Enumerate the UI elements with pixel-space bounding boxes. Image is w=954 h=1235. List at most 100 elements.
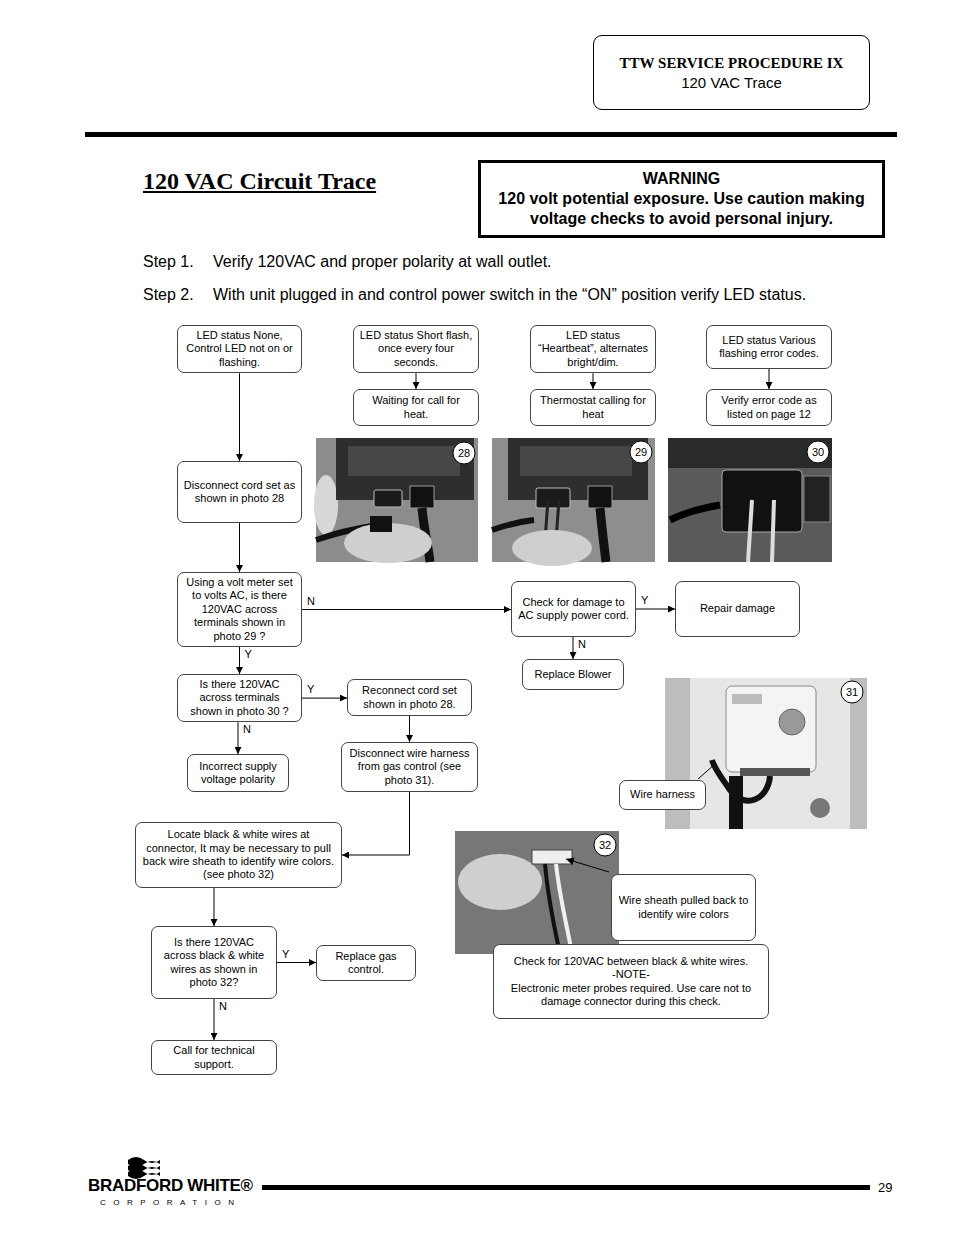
power-cord <box>600 508 606 562</box>
edge-label: N <box>307 595 315 607</box>
company-logo-subtext: CORPORATION <box>100 1198 241 1207</box>
node-text: Repair damage <box>681 602 794 615</box>
hand <box>458 854 542 910</box>
node-text: WARNING <box>485 169 878 189</box>
photo-probe-receptacle <box>668 438 832 562</box>
plug <box>588 486 612 508</box>
edge-label: N <box>243 723 251 735</box>
node-text: Thermostat calling for heat <box>536 394 650 421</box>
step-text: With unit plugged in and control power s… <box>213 286 806 304</box>
gas-pipe <box>729 776 743 829</box>
callout-number: 30 <box>812 447 824 458</box>
wire-harness-drawing <box>712 760 770 801</box>
photo-unplug-cord <box>314 438 478 563</box>
status-box: LED status Various flashing error codes. <box>706 325 832 369</box>
node-text: Check for 120VAC between black & white w… <box>499 955 763 968</box>
callout-circle <box>841 681 863 703</box>
header-rule <box>85 132 897 137</box>
process-box: Reconnect cord set shown in photo 28. <box>347 679 472 716</box>
receptacle <box>374 490 402 507</box>
callout-number: 28 <box>458 448 470 459</box>
receptacle <box>722 470 802 532</box>
process-box: Verify error code as listed on page 12 <box>706 389 832 426</box>
process-box: Thermostat calling for heat <box>530 389 656 426</box>
meter-probe <box>772 500 774 562</box>
warning-box: WARNING120 volt potential exposure. Use … <box>478 160 885 238</box>
flow-arrow <box>239 373 240 461</box>
flow-arrow <box>238 722 239 754</box>
process-box: Call for technical support. <box>151 1040 277 1075</box>
page-number: 29 <box>878 1180 892 1195</box>
warning-symbol: ! <box>623 173 627 185</box>
step-number: Step 2. <box>143 286 194 304</box>
status-box: LED status None, Control LED not on or f… <box>177 325 302 373</box>
leader-arrow <box>566 859 609 872</box>
flow-arrow <box>769 369 770 389</box>
process-box: Disconnect wire harness from gas control… <box>341 742 478 792</box>
node-text: Electronic meter probes required. Use ca… <box>499 982 763 1009</box>
tank-jacket <box>690 678 850 829</box>
hand <box>512 530 592 566</box>
node-text: Incorrect supply voltage polarity <box>193 760 283 787</box>
node-text: LED status Short flash, once every four … <box>359 329 473 369</box>
callout-number: 31 <box>846 687 858 698</box>
callout-number: 29 <box>635 447 647 458</box>
flow-arrow <box>214 888 215 926</box>
node-text: 120 volt potential exposure. Use caution… <box>485 189 878 229</box>
node-text: Is there 120VAC across black & white wir… <box>157 936 271 990</box>
edge-label: Y <box>307 683 314 695</box>
process-box: Waiting for call for heat. <box>353 389 479 426</box>
edge-label: N <box>219 1000 227 1012</box>
cord <box>670 505 720 520</box>
node-text: Wire harness <box>625 788 700 801</box>
flow-arrow <box>302 609 511 610</box>
logo-mark <box>128 1157 160 1179</box>
photo-probe-cord <box>492 438 655 566</box>
process-box: Replace Blower <box>522 659 624 690</box>
node-text: Replace Blower <box>528 668 618 681</box>
blower-housing <box>336 438 474 500</box>
node-text: Reconnect cord set shown in photo 28. <box>353 684 466 711</box>
blower-housing <box>508 438 648 500</box>
node-text: LED status Various flashing error codes. <box>712 334 826 361</box>
node-text: TTW SERVICE PROCEDURE IX <box>600 53 863 73</box>
fitting <box>810 798 830 818</box>
flow-arrow <box>239 523 240 572</box>
process-box: Disconnect cord set as shown in photo 28 <box>177 461 302 523</box>
node-text: Disconnect wire harness from gas control… <box>347 747 472 787</box>
decision-box: Is there 120VAC across terminals shown i… <box>177 674 302 722</box>
gas-control <box>726 686 816 772</box>
node-text: Wire sheath pulled back to identify wire… <box>617 894 750 921</box>
cord-plug <box>370 516 392 532</box>
node-text: LED status “Heartbeat”, alternates brigh… <box>536 329 650 369</box>
flow-arrow <box>636 609 675 610</box>
housing-panel <box>520 446 632 476</box>
flow-arrow <box>416 373 417 389</box>
node-text: Call for technical support. <box>157 1044 271 1071</box>
note-box: Check for 120VAC between black & white w… <box>493 944 769 1019</box>
connector <box>532 850 572 864</box>
flow-arrow <box>593 373 594 389</box>
leader-line <box>698 764 715 779</box>
status-box: LED status Short flash, once every four … <box>353 325 479 373</box>
decision-box: Is there 120VAC across black & white wir… <box>151 926 277 999</box>
node-text: -NOTE- <box>499 968 763 981</box>
edge-label: N <box>578 638 586 650</box>
node-text: Check for damage to AC supply power cord… <box>517 596 630 623</box>
photo-wire-connector <box>455 831 619 954</box>
process-box: Replace gas control. <box>316 945 416 981</box>
plug <box>410 486 434 508</box>
meter-probe <box>748 500 752 562</box>
callout-box: Wire harness <box>619 780 706 810</box>
cord-set <box>492 520 534 530</box>
flow-arrow <box>573 637 574 659</box>
node-text: Disconnect cord set as shown in photo 28 <box>183 479 296 506</box>
node-text: Is there 120VAC across terminals shown i… <box>183 678 296 718</box>
gas-control-badge <box>732 694 762 704</box>
process-box: Repair damage <box>675 581 800 637</box>
plug <box>804 476 830 522</box>
connector-row <box>740 768 810 776</box>
node-text: 120 VAC Trace <box>600 73 863 93</box>
tank-edge <box>314 475 338 535</box>
node-text: Waiting for call for heat. <box>359 394 473 421</box>
